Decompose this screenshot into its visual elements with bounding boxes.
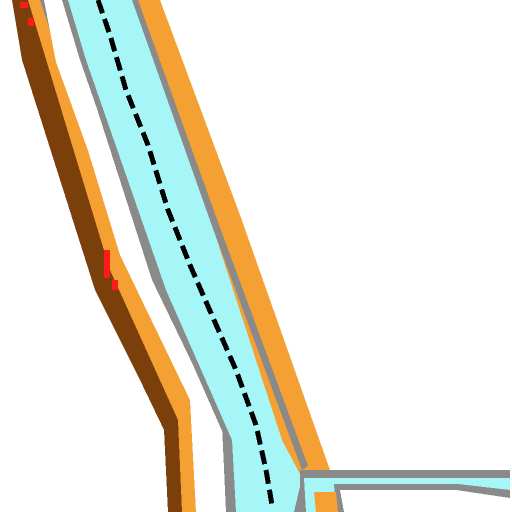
red-marker-mid (104, 250, 110, 278)
highway-inner-outline (132, 0, 308, 470)
river-centerline (95, 0, 275, 506)
highway-casing (132, 0, 330, 478)
bank-strip (44, 0, 226, 512)
red-marker-top (20, 2, 28, 8)
red-marker-upper (28, 18, 34, 26)
red-marker-lower (112, 280, 118, 290)
riverbank-embankment (12, 0, 182, 512)
confluence-casing (314, 492, 338, 512)
